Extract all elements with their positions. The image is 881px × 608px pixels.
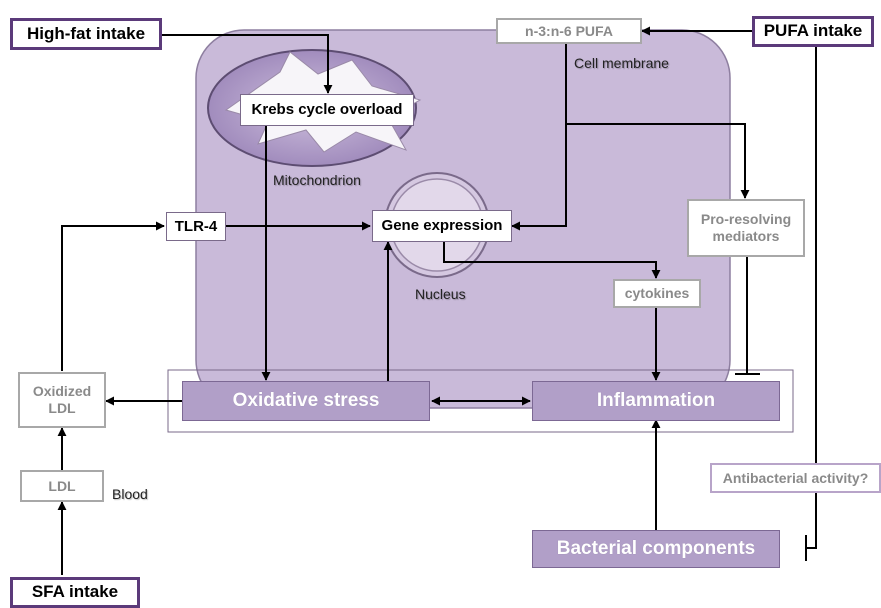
high-fat-intake-box: High-fat intake (10, 18, 162, 50)
oxidized-ldl-line1: Oxidized (32, 383, 92, 400)
krebs-cycle-box: Krebs cycle overload (240, 94, 414, 126)
inflammation-box: Inflammation (532, 381, 780, 421)
cytokines-box: cytokines (613, 279, 701, 308)
arrow-n3n6-to-gene (511, 42, 567, 231)
bacterial-components-box: Bacterial components (532, 530, 780, 568)
arrow-highfat-to-krebs (162, 34, 333, 94)
ldl-box: LDL (20, 470, 104, 502)
antibacterial-activity-box: Antibacterial activity? (710, 463, 881, 493)
pufa-intake-box: PUFA intake (752, 16, 874, 47)
arrow-gene-to-cytokines (443, 242, 661, 279)
mitochondrion-label: Mitochondrion (273, 172, 361, 188)
inhibit-pufa-to-bacterial (806, 47, 817, 549)
arrow-n3n6-to-proresolving (566, 123, 750, 199)
oxidized-ldl-line2: LDL (48, 400, 76, 416)
oxidized-ldl-box: Oxidized LDL (18, 372, 106, 428)
sfa-intake-box: SFA intake (10, 577, 140, 608)
blood-label: Blood (112, 486, 148, 502)
gene-expression-box: Gene expression (372, 210, 512, 242)
cell-membrane-label: Cell membrane (574, 55, 669, 71)
n3-n6-pufa-box: n-3:n-6 PUFA (496, 18, 642, 44)
oxidative-stress-box: Oxidative stress (182, 381, 430, 421)
arrow-oxldl-to-tlr4 (61, 221, 165, 371)
tlr4-box: TLR-4 (166, 212, 226, 241)
pro-resolving-line1: Pro-resolving (700, 211, 792, 228)
pro-resolving-line2: mediators (712, 228, 780, 244)
nucleus-label: Nucleus (415, 286, 466, 302)
pro-resolving-mediators-box: Pro-resolving mediators (687, 199, 805, 257)
